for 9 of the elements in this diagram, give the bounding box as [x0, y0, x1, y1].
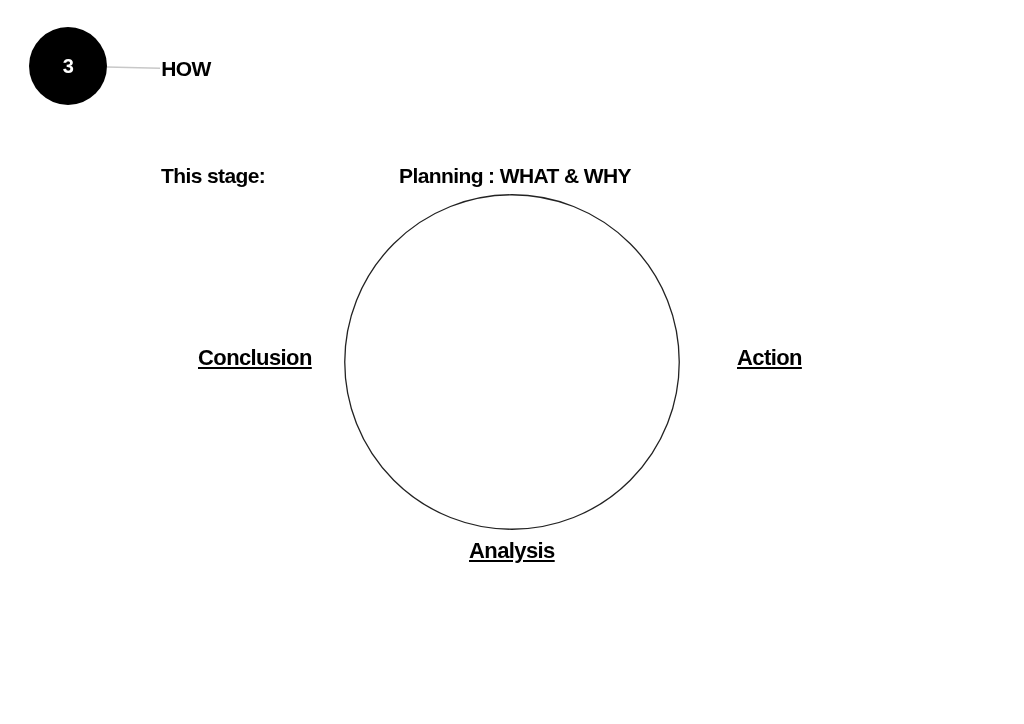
step-number: 3: [62, 54, 74, 78]
stage-title: Planning : WHAT & WHY: [399, 164, 631, 188]
cycle-step-label: Analysis: [469, 539, 555, 564]
stage-heading: This stage:: [161, 164, 266, 188]
cycle-step-label: Conclusion: [198, 346, 312, 371]
cycle-step-label: Action: [737, 346, 802, 371]
cycle-circle: [344, 194, 680, 530]
section-heading: HOW: [160, 56, 212, 82]
connector-line: [106, 66, 161, 70]
